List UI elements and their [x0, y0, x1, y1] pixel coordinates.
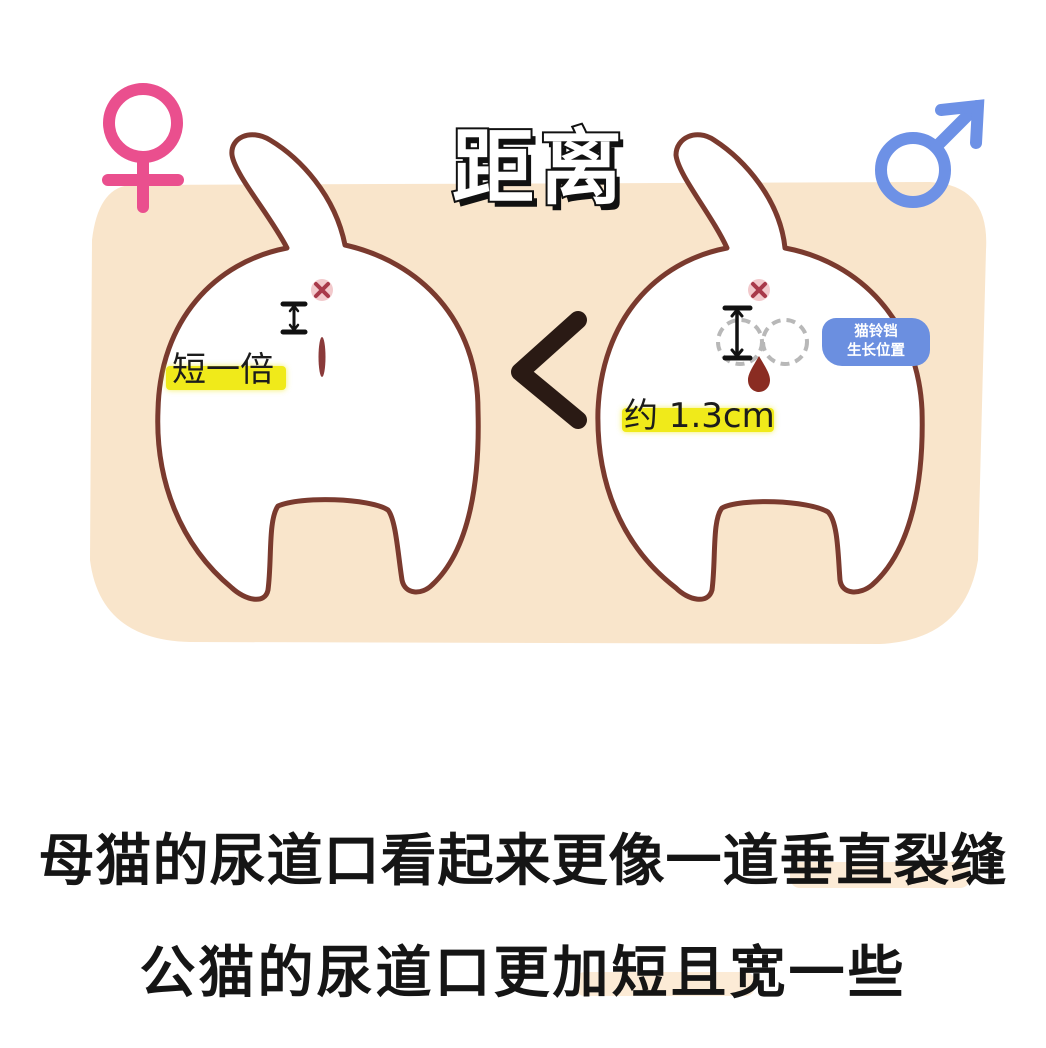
male-testicle-position-circles	[716, 318, 809, 366]
callout-line-1: 猫铃铛	[854, 324, 898, 340]
page-title: 距离	[450, 119, 628, 218]
female-label-highlight	[166, 366, 286, 390]
female-symbol-icon	[102, 83, 184, 213]
male-label-highlight	[622, 408, 774, 432]
male-symbol-icon	[875, 99, 985, 208]
female-measure-arrow-icon	[280, 301, 308, 335]
callout-line-2: 生长位置	[847, 343, 905, 359]
caption-male: 公猫的尿道口更加短且宽一些	[139, 941, 907, 1006]
female-urethra-slit	[318, 337, 326, 377]
caption-1-smudge	[790, 862, 970, 888]
female-x-mark-icon	[311, 279, 333, 301]
caption-female: 母猫的尿道口看起来更像一道垂直裂缝	[38, 829, 1008, 894]
male-urethra-droplet-icon	[748, 356, 770, 392]
female-distance-label: 短一倍	[172, 350, 274, 390]
female-cat-outline	[155, 132, 481, 602]
male-measure-arrow-icon	[722, 305, 753, 361]
caption-2-smudge	[575, 972, 755, 996]
title-banner: 距离	[420, 100, 660, 220]
less-than-icon	[511, 311, 587, 429]
male-distance-label: 约 1.3cm	[624, 396, 775, 436]
testicle-position-callout: 猫铃铛 生长位置	[822, 318, 930, 366]
male-x-mark-icon	[748, 279, 770, 301]
